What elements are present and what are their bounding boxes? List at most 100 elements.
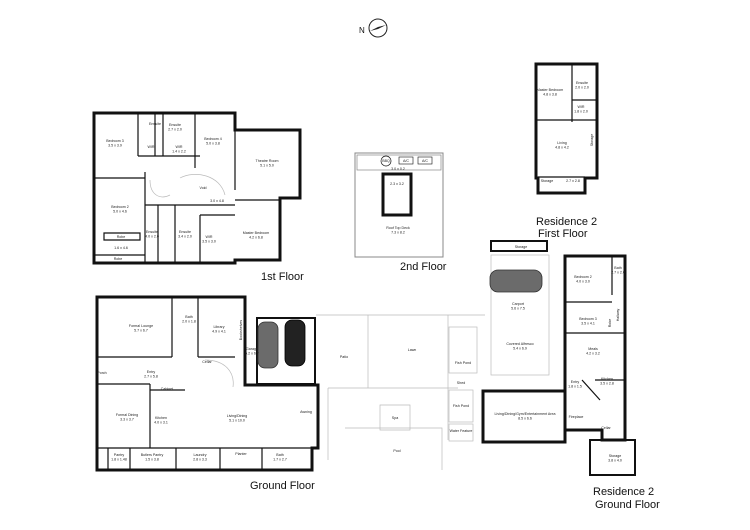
room-label: 1.4 x 2.2 <box>172 150 186 154</box>
room-label: 3.5 x 3.9 <box>108 144 122 148</box>
room-label: 5.4 x 6.9 <box>513 347 527 351</box>
room-label: WIR <box>578 105 585 109</box>
room-label: Covered Alfresco <box>506 342 533 346</box>
room-label: 4.8 x 3.8 <box>543 93 557 97</box>
room-label: 4.0 x 2.0 <box>145 235 159 239</box>
room-label: Storage <box>515 245 528 249</box>
room-label: 2.7 x 2.8 <box>566 179 580 183</box>
room-label: Planter <box>235 452 247 456</box>
room-label: Living/Dining <box>227 414 248 418</box>
room-label: 3.5 x 4.1 <box>581 322 595 326</box>
svg-text:Living/Dining/Gym/Entertainmen: Living/Dining/Gym/Entertainment Area8.5 … <box>495 412 556 421</box>
svg-text:Bedroom 25.0 x 4.6: Bedroom 25.0 x 4.6 <box>111 205 129 214</box>
room-label: 2.7 x 2.0 <box>168 128 182 132</box>
room-label: Master Bedroom <box>243 231 270 235</box>
room-label: 2.8 x 3.3 <box>193 458 207 462</box>
room-label: Fish Pond <box>453 404 469 408</box>
room-label: Storage <box>541 179 554 183</box>
room-label: 4.8 x 4.2 <box>555 146 569 150</box>
room-label: 3.4 x 2.0 <box>178 235 192 239</box>
room-label: Bedroom 3 <box>579 317 597 321</box>
room-label: Carport <box>512 302 524 306</box>
room-label: Ensuite <box>169 123 181 127</box>
first-floor-title: 1st Floor <box>261 271 304 283</box>
room-label: Bedroom 3 <box>106 139 124 143</box>
room-label: Formal Dining <box>116 413 138 417</box>
room-label: Ensuite <box>576 81 588 85</box>
room-label: Garage <box>246 347 258 351</box>
room-label: 3.0 x 4.8 <box>210 199 224 203</box>
room-label: Cabinet <box>161 387 173 391</box>
room-label: 1.8 x 1.48 <box>111 458 127 462</box>
room-label: 1.7 x 2.7 <box>273 458 287 462</box>
room-label: Kitchen <box>601 377 613 381</box>
room-label: Cellar <box>601 426 611 430</box>
room-label: 3.3 x 3.7 <box>120 418 134 422</box>
room-label: Library <box>214 325 225 329</box>
svg-text:Bedroom 33.5 x 4.1: Bedroom 33.5 x 4.1 <box>579 317 597 326</box>
room-label: 1.8 x 2.0 <box>574 110 588 114</box>
room-label: Roof Top Deck <box>386 226 410 230</box>
compass: N <box>359 18 388 38</box>
room-label: Laundry <box>194 453 207 457</box>
room-label: Entry <box>571 380 580 384</box>
room-label: 5.1 x 5.0 <box>260 164 274 168</box>
room-label: 2.3 x 3.2 <box>390 182 404 186</box>
room-label: Hallway <box>616 309 620 322</box>
room-label: Living <box>557 141 566 145</box>
svg-text:Bedroom 45.0 x 3.8: Bedroom 45.0 x 3.8 <box>204 137 222 146</box>
room-label: Water Feature <box>450 429 473 433</box>
room-label: 1.5 x 3.8 <box>145 458 159 462</box>
room-label: Bath <box>614 266 621 270</box>
room-label: WIR <box>176 145 183 149</box>
room-label: 3.5 x 2.8 <box>600 382 614 386</box>
room-label: 4.0 x 3.1 <box>154 421 168 425</box>
room-label: 5.7 x 6.7 <box>134 329 148 333</box>
room-label: 5.0 x 3.8 <box>206 142 220 146</box>
room-label: Void <box>200 186 207 190</box>
svg-text:Bedroom 33.5 x 3.9: Bedroom 33.5 x 3.9 <box>106 139 124 148</box>
room-label: 7.3 x 8.2 <box>391 231 405 235</box>
room-label: Ensuite <box>146 230 158 234</box>
room-label: Bedroom 2 <box>574 275 592 279</box>
room-label: Fish Pond <box>455 361 471 365</box>
room-label: 3.0 x 0.2 <box>391 167 405 171</box>
room-label: Robe <box>608 319 612 328</box>
room-label: Awning <box>300 410 312 414</box>
room-label: Robe <box>114 257 123 261</box>
room-label: 2.0 x 1.8 <box>182 320 196 324</box>
room-label: Lawn <box>408 348 417 352</box>
room-label: 4.2 x 3.2 <box>586 352 600 356</box>
room-label: 4.2 x 6.8 <box>249 236 263 240</box>
room-label: 5.1 x 10.0 <box>229 419 245 423</box>
car-icon <box>257 319 306 369</box>
room-label: Pantry <box>114 453 125 457</box>
room-label: Formal Lounge <box>129 324 153 328</box>
room-label: Shed <box>457 381 465 385</box>
room-label: 2.7 x 5.8 <box>144 375 158 379</box>
room-label: Entry <box>147 370 156 374</box>
room-label: 2.0 x 2.0 <box>575 86 589 90</box>
room-label: Bedroom 4 <box>204 137 222 141</box>
room-label: WIR <box>148 145 155 149</box>
room-label: A/C <box>403 159 409 163</box>
